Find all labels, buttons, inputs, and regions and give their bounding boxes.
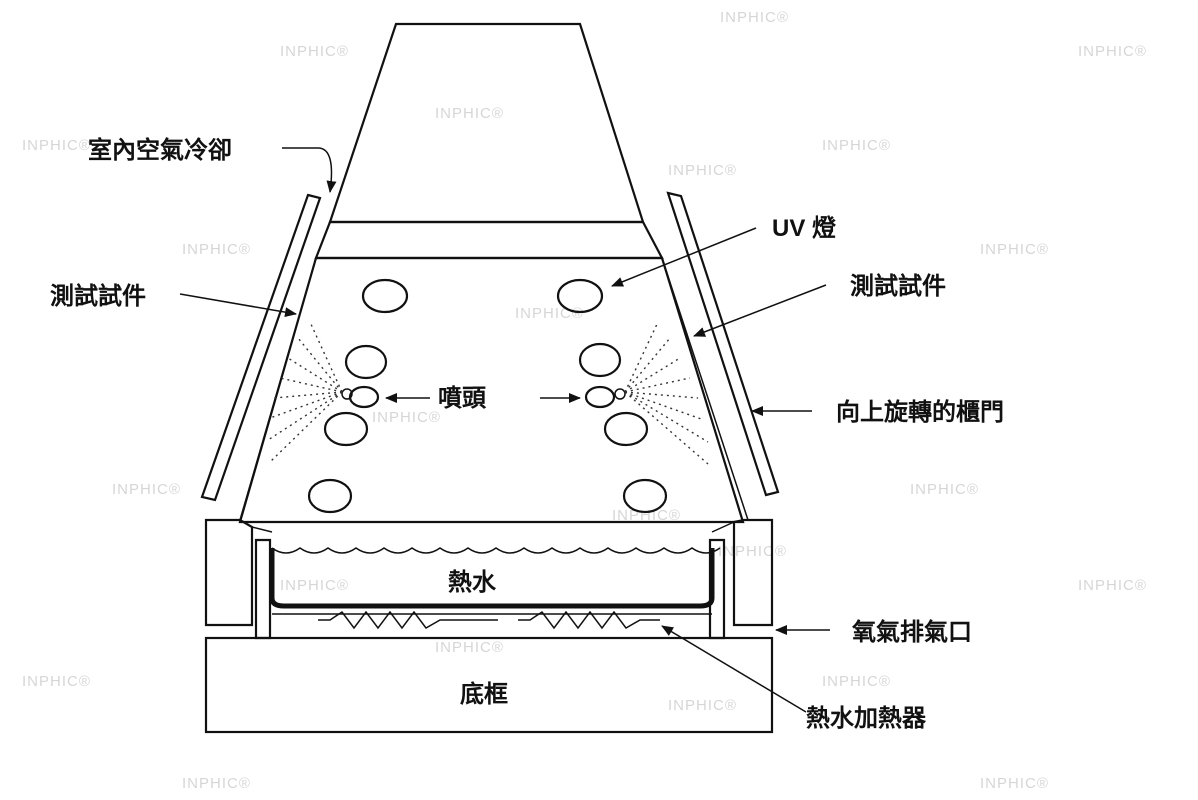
watermark: INPHIC® <box>435 105 504 122</box>
door-edge-right <box>661 257 749 521</box>
uv-lamp-tube <box>323 411 369 447</box>
watermark: INPHIC® <box>612 507 681 524</box>
arrow-room-air-cooling <box>282 147 337 193</box>
lid-band <box>314 220 664 260</box>
label-uv-lamp: UV 燈 <box>772 215 837 242</box>
nozzle-head-right <box>584 385 616 409</box>
arrow-uv-lamp <box>611 227 757 287</box>
label-oxygen-exhaust: 氧氣排氣口 <box>852 618 972 646</box>
nozzles <box>341 385 626 409</box>
label-nozzle: 噴頭 <box>438 385 487 412</box>
watermark: INPHIC® <box>980 241 1049 258</box>
watermark: INPHIC® <box>720 9 789 26</box>
label-test-specimen-right: 測試試件 <box>850 272 946 300</box>
watermark: INPHIC® <box>718 543 787 560</box>
watermark: INPHIC® <box>1078 577 1147 594</box>
watermark: INPHIC® <box>515 305 584 322</box>
label-test-specimen-left: 測試試件 <box>50 282 146 310</box>
watermark: INPHIC® <box>435 639 504 656</box>
hood <box>328 22 645 224</box>
watermark: INPHIC® <box>112 481 181 498</box>
arrow-test-specimen-right <box>693 284 827 337</box>
uv-lamp-tube <box>556 278 604 314</box>
vent-right <box>711 521 735 533</box>
nozzle-head-left <box>348 385 380 409</box>
uv-lamp-tube <box>622 478 668 514</box>
watermark: INPHIC® <box>372 409 441 426</box>
water-surface <box>271 547 721 554</box>
arrow-water-heater <box>661 625 807 713</box>
arrow-test-specimen-left <box>179 293 297 318</box>
uv-lamp-tube <box>603 411 649 447</box>
chamber-body <box>238 256 745 524</box>
watermark: INPHIC® <box>280 43 349 60</box>
water-basin <box>269 548 715 609</box>
uv-lamp-tube <box>344 344 388 380</box>
inner-wall-left <box>254 538 272 640</box>
door-edge-left <box>239 257 317 521</box>
leader-lines <box>179 147 830 713</box>
test-specimen-panel-left <box>200 193 322 502</box>
label-water-heater: 熱水加熱器 <box>806 705 927 732</box>
nozzle-tip-left <box>341 388 353 400</box>
watermark: INPHIC® <box>1078 43 1147 60</box>
label-upward-rotating-door: 向上旋轉的櫃門 <box>836 398 1004 426</box>
spray-left <box>267 321 343 463</box>
label-hot-water: 熱水 <box>448 569 497 596</box>
watermark: INPHIC® <box>910 481 979 498</box>
watermark: INPHIC® <box>668 162 737 179</box>
uv-lamp-tube <box>307 478 353 514</box>
base-frame <box>204 636 774 734</box>
test-specimen-panel-right <box>666 191 780 497</box>
spray-right <box>624 321 709 465</box>
uv-lamps <box>307 278 668 514</box>
watermark: INPHIC® <box>980 775 1049 792</box>
outer-wall-left <box>204 518 254 627</box>
outer-wall-right <box>732 518 774 627</box>
water-heater-coils <box>272 610 712 630</box>
label-room-air-cooling: 室內空氣冷卻 <box>88 136 232 164</box>
watermark: INPHIC® <box>822 137 891 154</box>
watermark: INPHIC® <box>22 673 91 690</box>
vent-left <box>251 526 273 533</box>
watermark: INPHIC® <box>182 775 251 792</box>
watermark: INPHIC® <box>182 241 251 258</box>
watermark: INPHIC® <box>280 577 349 594</box>
nozzle-tip-right <box>614 388 626 400</box>
uv-lamp-tube <box>361 278 409 314</box>
watermark: INPHIC® <box>822 673 891 690</box>
watermark: INPHIC® <box>22 137 91 154</box>
uv-lamp-tube <box>578 342 622 378</box>
watermark: INPHIC® <box>668 697 737 714</box>
label-base-frame: 底框 <box>460 680 508 708</box>
